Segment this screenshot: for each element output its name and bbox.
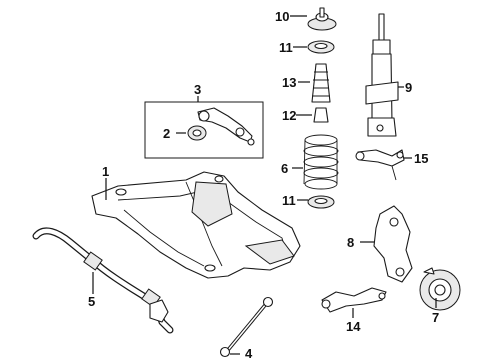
strut-mount bbox=[307, 7, 337, 31]
dust-boot bbox=[311, 63, 331, 103]
callout-5: 5 bbox=[88, 294, 95, 309]
callout-15: 15 bbox=[414, 151, 428, 166]
front-crossmember bbox=[91, 171, 301, 279]
shock-absorber bbox=[365, 13, 399, 137]
callout-1: 1 bbox=[102, 164, 109, 179]
callout-2: 2 bbox=[163, 126, 170, 141]
bump-stop bbox=[313, 107, 329, 123]
callout-12: 12 bbox=[282, 108, 296, 123]
callout-11-lower: 11 bbox=[282, 193, 296, 208]
upper-control-arm bbox=[355, 149, 405, 181]
bushing bbox=[187, 125, 207, 141]
callout-11-upper: 11 bbox=[279, 40, 293, 55]
callout-7: 7 bbox=[432, 310, 439, 325]
callout-6: 6 bbox=[281, 161, 288, 176]
kit-box bbox=[144, 101, 264, 159]
callout-14: 14 bbox=[346, 319, 361, 334]
stabilizer-link bbox=[219, 296, 274, 358]
callout-4: 4 bbox=[245, 346, 253, 360]
callout-9: 9 bbox=[405, 80, 412, 95]
upper-control-arm-kit bbox=[144, 96, 264, 159]
upper-spring-seat bbox=[307, 40, 335, 54]
callout-3: 3 bbox=[194, 82, 201, 97]
lower-spring-seat bbox=[307, 195, 335, 209]
hub-and-bearing bbox=[419, 267, 461, 311]
lower-control-arm bbox=[321, 287, 387, 313]
callout-8: 8 bbox=[347, 235, 354, 250]
steering-knuckle bbox=[373, 205, 413, 283]
callout-13: 13 bbox=[282, 75, 296, 90]
coil-spring bbox=[303, 134, 339, 190]
stabilizer-bar bbox=[32, 227, 174, 334]
callout-10: 10 bbox=[275, 9, 289, 24]
